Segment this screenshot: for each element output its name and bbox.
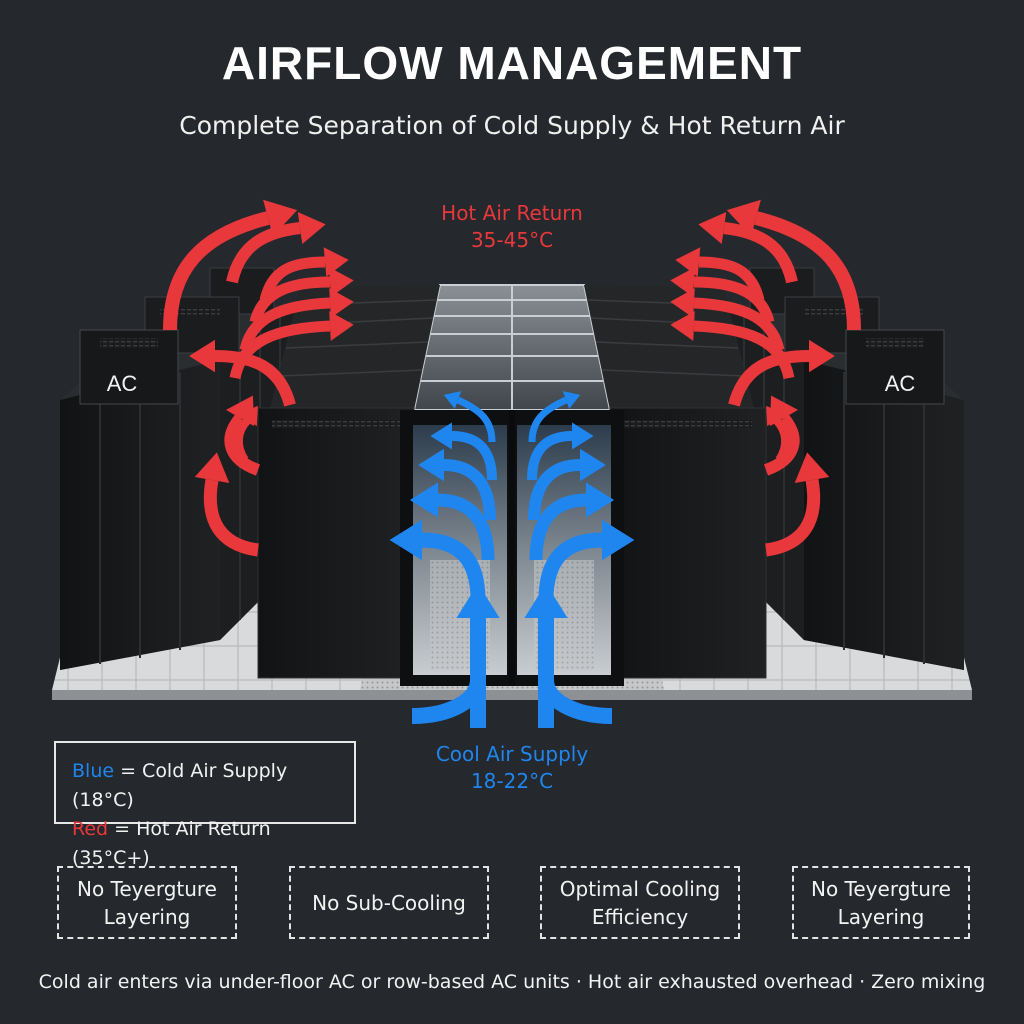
cold-arrow-right-6-head [562,391,581,409]
feature-1-line1: No Teyergture [77,876,217,901]
cold-supply-in-left-shaft [411,678,486,724]
hot-arrow-left-5-head [329,288,354,318]
legend-cold-row: Blue = Cold Air Supply (18°C) [72,757,354,815]
hot-arrow-right-7-shaft [728,350,810,407]
hot-arrow-right-1-shaft [754,211,861,331]
hot-arrow-left-9-head [194,452,230,484]
hot-arrow-right-9-head [794,452,830,484]
legend-blue-text: = Cold Air Supply (18°C) [72,760,288,811]
cold-supply-in-right-shaft [538,678,613,724]
legend-blue-word: Blue [72,760,115,782]
footer-note: Cold air enters via under-floor AC or ro… [38,971,986,993]
hot-arrow-right-6-shaft [693,320,795,380]
cold-arrow-right-5-shaft [527,431,573,481]
hot-arrow-left-4-head [328,267,354,297]
hot-arrow-right-5-shaft [693,297,785,352]
hot-arrow-left-4-shaft [249,276,331,324]
front-rack-left [257,407,415,679]
hot-arrow-left-1-head [263,199,298,237]
cold-arrow-left-5-shaft [451,431,497,481]
cold-arrow-right-3-head [586,482,615,518]
cold-arrow-right-1-head [524,583,568,618]
ac-units-right: AC [749,267,945,405]
feature-3-line2: Efficiency [591,904,689,929]
feature-4-line1: No Teyergture [811,876,951,901]
cold-arrow-left-3-shaft [437,493,495,561]
hot-air-return-label: Hot Air Return 35-45°C [362,200,662,254]
hot-arrow-left-7-head [189,339,215,373]
legend-red-text: = Hot Air Return (35°C+) [72,818,271,869]
hot-arrow-left-9-shaft [203,478,260,557]
page-subtitle: Complete Separation of Cold Supply & Hot… [179,111,845,140]
ac-label-left: AC [107,371,138,396]
color-legend: Blue = Cold Air Supply (18°C) Red = Hot … [54,741,356,869]
cold-arrow-left-4-shaft [443,459,496,521]
hot-arrow-right-10-shaft [772,417,790,463]
cold-arrow-left-2-shaft [421,532,486,601]
hot-air-return-text: Hot Air Return [441,201,583,225]
legend-hot-row: Red = Hot Air Return (35°C+) [72,815,354,873]
hot-arrow-left-10-shaft [234,417,252,463]
hot-arrow-left-6-head [329,311,354,341]
cold-arrow-left-6-head [443,391,462,409]
hot-arrow-left-2-shaft [226,222,301,284]
hot-arrow-left-7-shaft [214,350,296,407]
hot-arrow-right-10-head [766,405,785,427]
hot-arrow-right-4-shaft [693,276,775,324]
hot-arrow-right-2-head [698,211,727,245]
hot-arrow-right-8-shaft [763,414,800,476]
hot-arrow-left-8-shaft [224,414,261,476]
cold-arrow-right-2-head [602,519,635,561]
hot-air-return-temp: 35-45°C [470,228,554,252]
feature-1-line2: Layering [103,904,191,929]
cold-arrow-right-6-shaft [528,396,568,443]
hot-arrow-right-4-head [670,267,696,297]
feature-box-2: No Sub-Cooling [289,866,489,939]
cold-arrow-right-2-shaft [538,532,603,601]
page-title: AIRFLOW MANAGEMENT [221,37,803,89]
hot-air-arrows [163,199,861,557]
hot-arrow-left-1-shaft [163,211,270,331]
hot-arrow-left-5-shaft [239,297,331,352]
cold-air-arrows [389,391,635,728]
hot-arrow-left-2-head [297,211,326,245]
containment-roof [270,284,754,411]
feature-4-line2: Layering [837,904,925,929]
cold-arrow-right-4-shaft [528,459,581,521]
feature-3-line1: Optimal Cooling [559,876,721,901]
hot-arrow-left-3-shaft [259,256,326,302]
hot-arrow-right-1-head [726,199,761,237]
hot-arrow-right-2-shaft [723,222,798,284]
cool-air-supply-label: Cool Air Supply 18-22°C [362,741,662,795]
hot-arrow-right-3-shaft [698,256,765,302]
hot-arrow-right-6-head [670,311,695,341]
hot-arrow-right-9-shaft [764,478,821,557]
cold-arrow-right-4-head [580,448,606,482]
hot-arrow-right-7-head [809,339,835,373]
cool-air-supply-temp: 18-22°C [470,769,554,793]
front-rack-right [609,407,767,679]
ac-label-right: AC [885,371,916,396]
cold-arrow-right-5-head [572,422,594,450]
cold-arrow-left-4-head [418,448,444,482]
cold-arrow-left-6-shaft [456,396,496,443]
hot-arrow-right-5-head [670,288,695,318]
cold-arrow-left-5-head [430,422,452,450]
feature-2-line1: No Sub-Cooling [312,890,466,915]
cold-arrow-left-1-head [456,583,500,618]
cold-arrow-left-2-head [389,519,422,561]
cool-air-supply-text: Cool Air Supply [435,742,589,766]
cold-arrow-left-3-head [409,482,438,518]
cold-arrow-right-3-shaft [529,493,587,561]
legend-red-word: Red [72,818,109,840]
hot-arrow-left-10-head [239,405,258,427]
hot-arrow-left-6-shaft [229,320,331,380]
